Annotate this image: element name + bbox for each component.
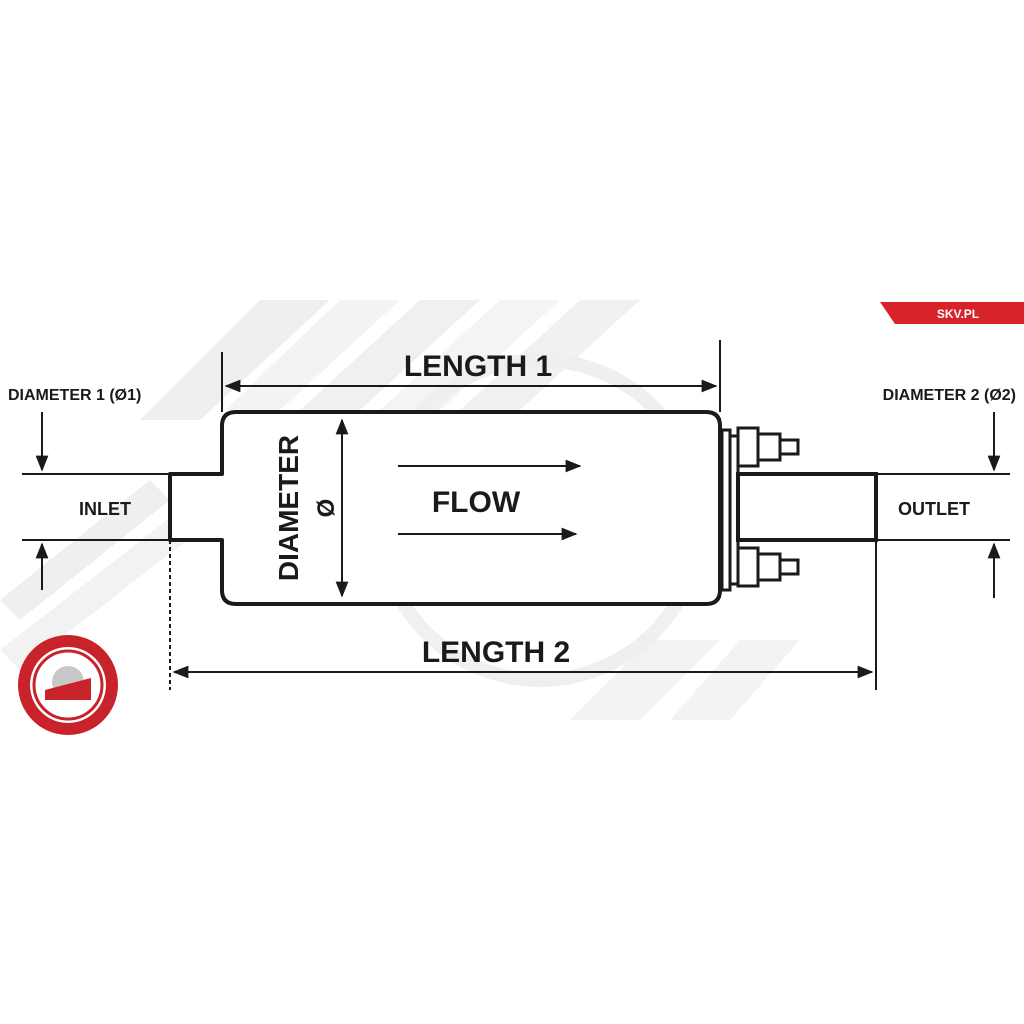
- watermark-background: [0, 300, 800, 720]
- body-diameter-dimension: DIAMETER Ø: [273, 418, 349, 598]
- length2-dimension: LENGTH 2: [169, 540, 877, 690]
- diameter2-label: DIAMETER 2 (Ø2): [883, 387, 1016, 404]
- length1-label: LENGTH 1: [404, 350, 552, 383]
- diameter-body-symbol: Ø: [313, 499, 340, 518]
- outlet-pipe: [736, 472, 878, 542]
- badge-text: SKV.PL: [937, 307, 979, 321]
- length1-dimension: LENGTH 1: [221, 340, 721, 412]
- inlet-label: INLET: [79, 499, 131, 519]
- diameter1-label: DIAMETER 1 (Ø1): [8, 387, 141, 404]
- flow-indicator: FLOW: [398, 459, 582, 541]
- badge-shape: [880, 302, 1024, 324]
- diameter-body-label: DIAMETER: [273, 435, 304, 581]
- brand-badge[interactable]: SKV.PL: [880, 302, 1024, 324]
- flow-label: FLOW: [432, 486, 521, 519]
- diameter2-dimension: DIAMETER 2 (Ø2) OUTLET: [876, 387, 1016, 598]
- brand-seal-logo: [18, 635, 118, 735]
- terminal-top: [736, 426, 800, 468]
- length2-label: LENGTH 2: [422, 636, 570, 669]
- terminal-bottom: [736, 546, 800, 588]
- pump-body: [168, 410, 878, 606]
- diameter1-dimension: DIAMETER 1 (Ø1) INLET: [8, 387, 172, 590]
- outlet-label: OUTLET: [898, 499, 970, 519]
